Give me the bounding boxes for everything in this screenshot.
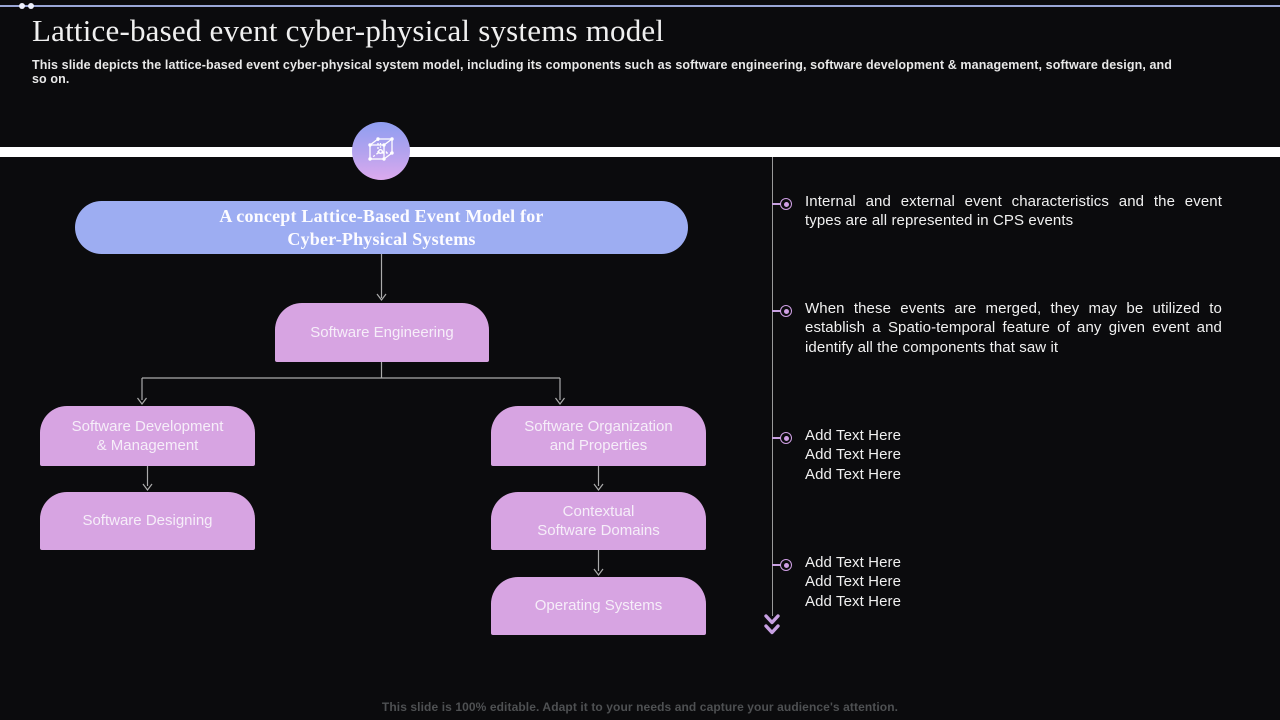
arrowhead-icon	[137, 397, 147, 405]
double-chevron-down-icon	[764, 624, 780, 635]
cube-wireframe-icon	[368, 137, 394, 161]
node-software-development-management: Software Development & Management	[40, 406, 255, 466]
connector-se-branch	[141, 362, 561, 400]
arrowhead-icon	[593, 483, 604, 491]
footer-note: This slide is 100% editable. Adapt it to…	[381, 700, 899, 714]
cube-lattice-icon	[352, 122, 410, 180]
node-software-designing: Software Designing	[40, 492, 255, 550]
node-software-engineering: Software Engineering	[275, 303, 489, 362]
bullet-text: When these events are merged, they may b…	[805, 300, 1222, 356]
dot-icon	[28, 2, 34, 9]
bullet-marker-icon	[780, 198, 792, 210]
arrowhead-icon	[593, 568, 604, 576]
timeline-branch	[772, 564, 781, 566]
timeline-branch	[772, 310, 781, 312]
bullet-text-placeholder[interactable]: Add Text Here Add Text Here Add Text Her…	[805, 427, 902, 483]
top-accent-line	[0, 5, 1280, 7]
bullet-text-placeholder[interactable]: Add Text Here Add Text Here Add Text Her…	[805, 554, 902, 610]
node-software-organization-properties: Software Organization and Properties	[491, 406, 706, 466]
page-title: Lattice-based event cyber-physical syste…	[32, 13, 665, 48]
timeline-line	[772, 157, 773, 616]
dot-icon	[19, 2, 25, 9]
node-operating-systems: Operating Systems	[491, 577, 706, 635]
page-subtitle: This slide depicts the lattice-based eve…	[32, 58, 1173, 86]
bullet-text: Internal and external event characterist…	[805, 193, 1222, 230]
arrowhead-icon	[142, 483, 153, 491]
double-chevron-down-icon	[764, 614, 780, 625]
timeline-branch	[772, 203, 781, 205]
header-divider-band	[0, 147, 1280, 157]
bullet-marker-icon	[780, 559, 792, 571]
node-contextual-software-domains: Contextual Software Domains	[491, 492, 706, 550]
arrowhead-icon	[376, 293, 387, 301]
node-root-model: A concept Lattice-Based Event Model for …	[75, 201, 688, 254]
bullet-marker-icon	[780, 432, 792, 444]
arrowhead-icon	[555, 397, 565, 405]
bullet-marker-icon	[780, 305, 792, 317]
timeline-branch	[772, 437, 781, 439]
